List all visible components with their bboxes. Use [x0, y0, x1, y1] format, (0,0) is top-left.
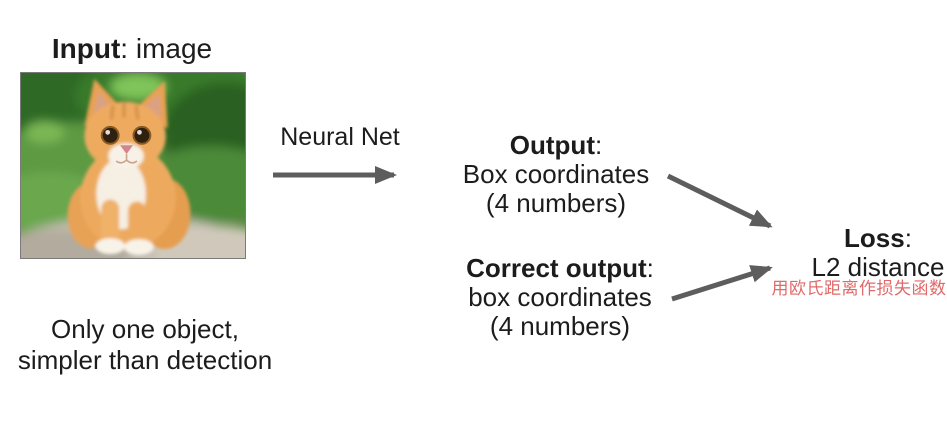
correct-heading-rest: : [646, 253, 654, 283]
correct-line3: (4 numbers) [489, 311, 631, 341]
output-heading-rest: : [594, 130, 603, 160]
cat-note-line2: simpler than detection [17, 345, 273, 375]
loss-annotation-chinese: 用欧氏距离作损失函数 [771, 279, 947, 298]
loss-heading-bold: Loss [844, 223, 905, 253]
output-heading-bold: Output [509, 130, 595, 160]
output-line2: Box coordinates [462, 159, 650, 189]
neural-net-label: Neural Net [280, 123, 400, 151]
correct-to-loss-arrow [671, 265, 773, 302]
loss-heading: Loss: [812, 224, 945, 253]
correct-heading: Correct output: [466, 254, 654, 283]
cat-photo-art [21, 73, 245, 258]
correct-output-block: Correct output: box coordinates (4 numbe… [466, 254, 654, 341]
input-caption-rest: : image [120, 33, 213, 64]
input-caption: Input: image [52, 33, 212, 64]
output-line3: (4 numbers) [485, 188, 627, 218]
loss-heading-rest: : [904, 223, 912, 253]
cat-photo [20, 72, 246, 259]
cat-note-line1: Only one object, [51, 314, 239, 344]
output-block: Output: Box coordinates (4 numbers) [463, 131, 649, 218]
cat-note: Only one object, simpler than detection [18, 314, 272, 376]
input-caption-bold: Input [51, 33, 121, 64]
output-to-loss-arrow [666, 173, 773, 229]
loss-block: Loss: L2 distance [812, 224, 945, 282]
loss-line2: L2 distance [811, 252, 945, 282]
correct-heading-bold: Correct output [466, 253, 647, 283]
output-heading: Output: [463, 131, 649, 160]
correct-line2: box coordinates [468, 282, 652, 312]
